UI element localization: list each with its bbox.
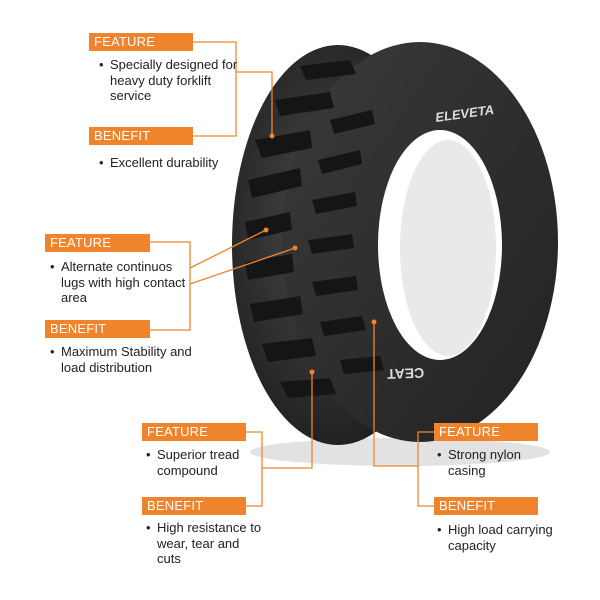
leader-line-2 <box>150 241 191 331</box>
benefit-label-1: BENEFIT <box>89 127 193 145</box>
feature-label-2: FEATURE <box>45 234 150 252</box>
feature-label-4: FEATURE <box>434 423 538 441</box>
tire-bore-inner <box>400 140 496 356</box>
benefit-text-2-content: Maximum Stability and load distribution <box>61 344 192 375</box>
sidewall-maker: CEAT <box>386 365 424 382</box>
benefit-text-3: • High resistance to wear, tear and cuts <box>146 520 262 567</box>
leader-line-2-a <box>189 229 267 269</box>
leader-line-3 <box>246 431 263 507</box>
benefit-label-2: BENEFIT <box>45 320 150 338</box>
leader-dot-2a <box>263 227 269 233</box>
benefit-label-3: BENEFIT <box>142 497 246 515</box>
bullet-3: • <box>50 259 55 274</box>
tire-shadow <box>250 438 550 466</box>
feature-label-1: FEATURE <box>89 33 193 51</box>
benefit-label-4: BENEFIT <box>434 497 538 515</box>
leader-line-4-a <box>373 322 418 467</box>
leader-dot-2b <box>292 245 298 251</box>
bullet-5: • <box>146 447 151 462</box>
bullet-4: • <box>50 344 55 359</box>
leader-line-4 <box>417 431 434 507</box>
leader-dot-4 <box>371 319 377 325</box>
feature-text-3: • Superior tread compound <box>146 447 257 478</box>
benefit-text-4: • High load carrying capacity <box>437 522 568 553</box>
feature-text-1-content: Specially designed for heavy duty forkli… <box>110 57 238 103</box>
benefit-text-4-content: High load carrying capacity <box>448 522 553 553</box>
feature-text-2-content: Alternate continuos lugs with high conta… <box>61 259 186 305</box>
bullet-2: • <box>99 155 104 170</box>
leader-dot-3 <box>309 369 315 375</box>
benefit-text-1: • Excellent durability <box>99 155 240 171</box>
benefit-text-2: • Maximum Stability and load distributio… <box>50 344 201 375</box>
leader-line-1-b <box>236 71 273 136</box>
bullet-8: • <box>437 522 442 537</box>
feature-text-1: • Specially designed for heavy duty fork… <box>99 57 240 104</box>
feature-text-4-content: Strong nylon casing <box>448 447 521 478</box>
tread-lugs <box>245 60 384 398</box>
bullet-1: • <box>99 57 104 72</box>
leader-line-3-a <box>262 372 313 469</box>
leader-line-1 <box>193 41 237 137</box>
feature-label-3: FEATURE <box>142 423 246 441</box>
leader-dot-1 <box>269 133 275 139</box>
feature-text-4: • Strong nylon casing <box>437 447 548 478</box>
feature-text-2: • Alternate continuos lugs with high con… <box>50 259 186 306</box>
bullet-6: • <box>146 520 151 535</box>
feature-text-3-content: Superior tread compound <box>157 447 240 478</box>
leader-line-2-b <box>189 247 296 285</box>
benefit-text-1-content: Excellent durability <box>110 155 219 170</box>
benefit-text-3-content: High resistance to wear, tear and cuts <box>157 520 262 566</box>
bullet-7: • <box>437 447 442 462</box>
